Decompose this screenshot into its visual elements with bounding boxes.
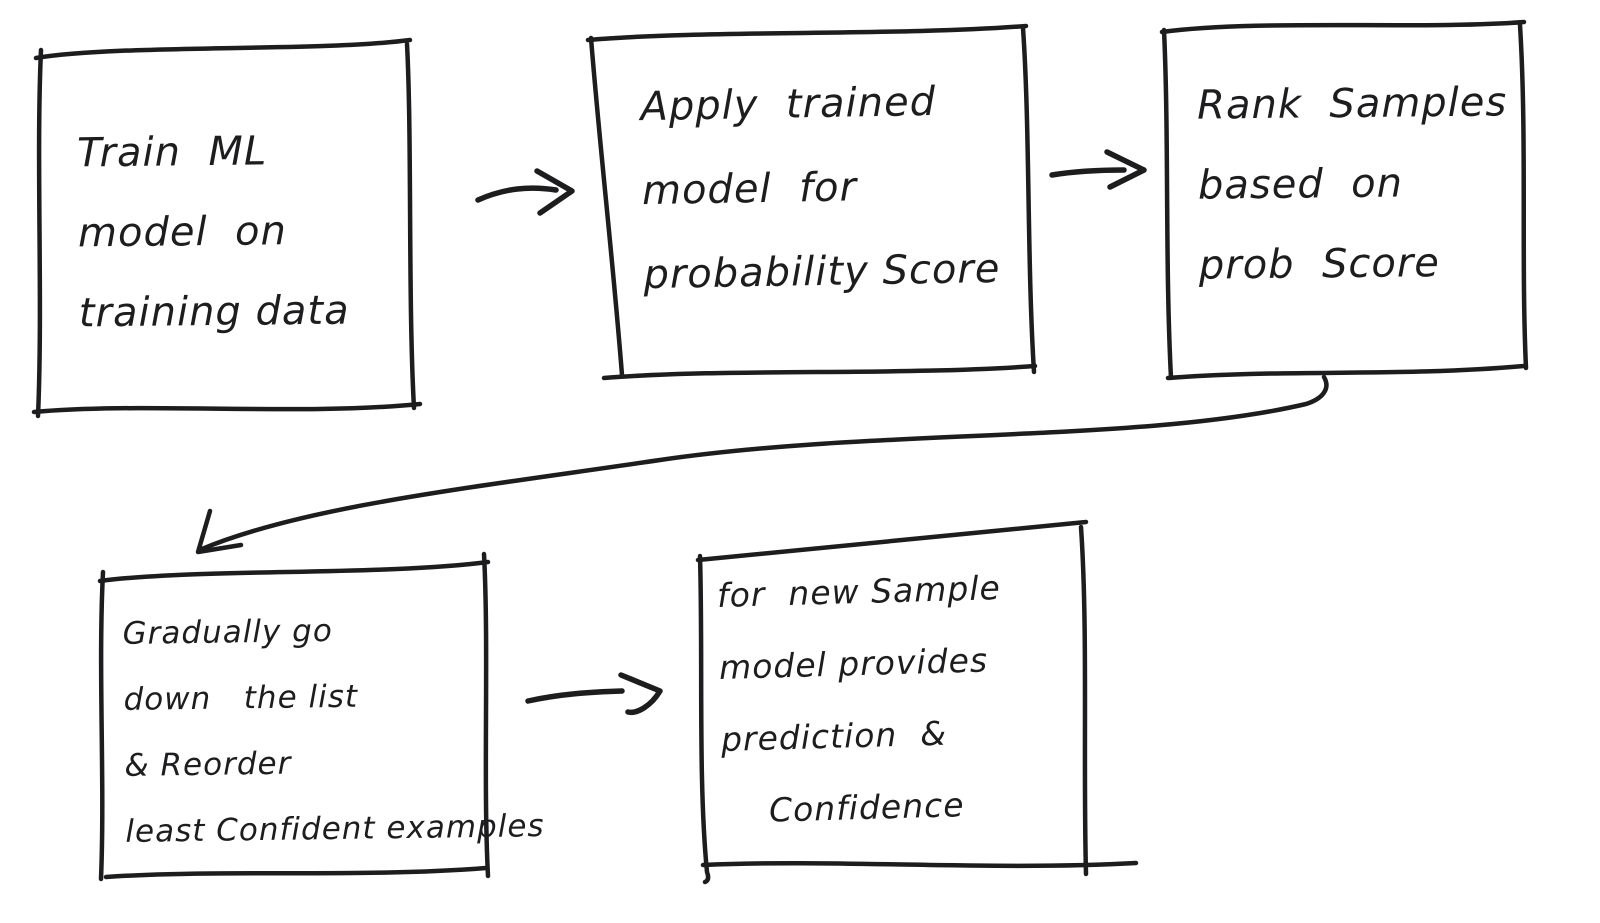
node-box-apply-model bbox=[585, 23, 1038, 381]
node-text-line: & Reorder bbox=[124, 745, 292, 784]
node-text-line: Rank Samples bbox=[1196, 79, 1508, 129]
node-box-train-model bbox=[31, 37, 423, 419]
node-text-line: Train ML bbox=[76, 128, 268, 177]
node-text-line: for new Sample bbox=[716, 568, 1002, 615]
node-box-predict-confidence bbox=[695, 519, 1139, 885]
node-text-train-model: Train ML model on training data bbox=[77, 111, 350, 354]
node-text-line: prob Score bbox=[1198, 240, 1441, 289]
node-text-line: based on bbox=[1197, 160, 1404, 209]
node-box-reorder-list bbox=[97, 551, 491, 882]
node-text-reorder-list: Gradually go down the list & Reorder lea… bbox=[122, 595, 545, 865]
node-box-rank-samples bbox=[1159, 19, 1529, 381]
node-text-predict-confidence: for new Sample model provides prediction… bbox=[716, 552, 1008, 848]
node-text-line: model provides bbox=[718, 640, 989, 687]
node-text-apply-model: Apply trained model for probability Scor… bbox=[640, 59, 1001, 317]
node-text-line: Confidence bbox=[722, 785, 966, 831]
node-text-line: model for bbox=[641, 164, 858, 215]
node-text-line: Gradually go bbox=[122, 613, 334, 652]
node-text-line: model on bbox=[77, 208, 288, 257]
node-text-rank-samples: Rank Samples based on prob Score bbox=[1197, 62, 1510, 305]
node-text-line: probability Score bbox=[643, 245, 1001, 299]
arrow-reorder-to-predict bbox=[525, 672, 663, 716]
node-text-line: prediction & bbox=[720, 713, 948, 759]
node-text-line: down the list bbox=[123, 678, 359, 718]
node-text-line: Apply trained bbox=[640, 78, 937, 131]
arrow-apply-to-rank bbox=[1049, 149, 1147, 190]
arrow-train-to-apply bbox=[475, 168, 575, 216]
node-text-line: least Confident examples bbox=[125, 808, 545, 850]
node-text-line: training data bbox=[78, 287, 350, 337]
arrow-rank-to-reorder bbox=[195, 374, 1329, 555]
